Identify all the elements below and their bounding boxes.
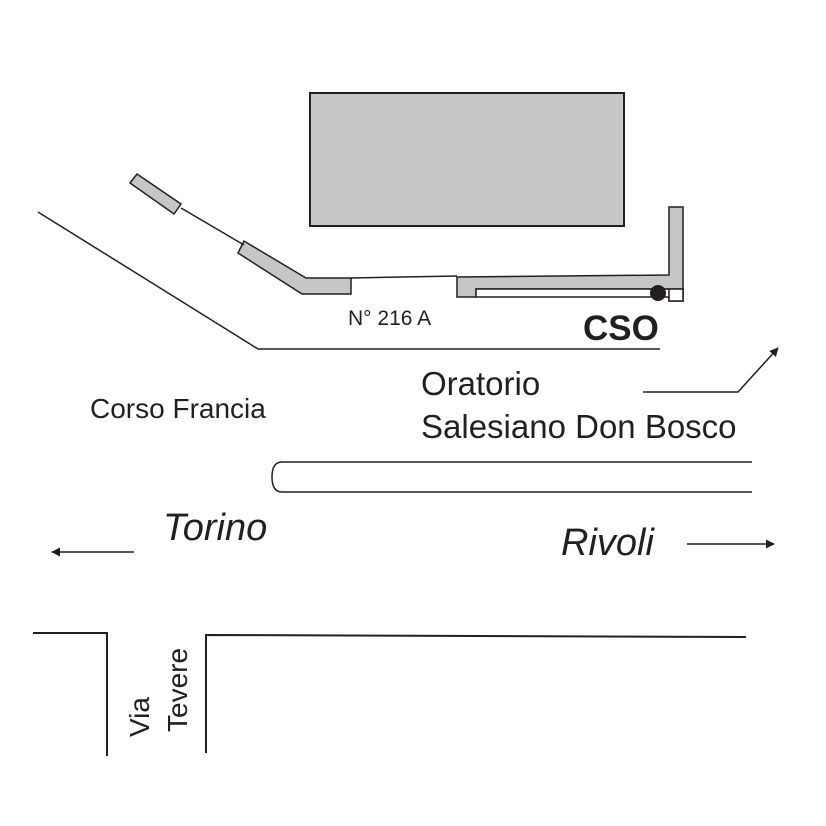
via-tevere-east-edge	[205, 633, 747, 753]
wall-segment-upper-left	[128, 172, 183, 216]
location-dot-icon	[650, 285, 666, 301]
gate-box	[668, 288, 684, 302]
oratorio-label-line2: Salesiano Don Bosco	[421, 408, 737, 445]
wall-segment-diagonal	[237, 239, 352, 295]
median-island	[271, 461, 752, 493]
via-label: Via	[124, 697, 155, 737]
corso-francia-north-edge	[37, 211, 660, 350]
address-number-label: N° 216 A	[348, 307, 431, 330]
building-front-line-left	[180, 207, 245, 246]
main-building	[309, 92, 625, 227]
oratorio-label-line1: Oratorio	[421, 365, 540, 402]
rivoli-label: Rivoli	[561, 522, 655, 564]
building-front-line	[350, 275, 458, 279]
torino-label: Torino	[163, 507, 267, 549]
cso-label: CSO	[583, 309, 659, 348]
arrow-up-right-icon	[643, 347, 779, 393]
tevere-label: Tevere	[162, 648, 193, 732]
via-tevere-west-edge	[33, 632, 108, 756]
corso-francia-label: Corso Francia	[90, 393, 266, 424]
